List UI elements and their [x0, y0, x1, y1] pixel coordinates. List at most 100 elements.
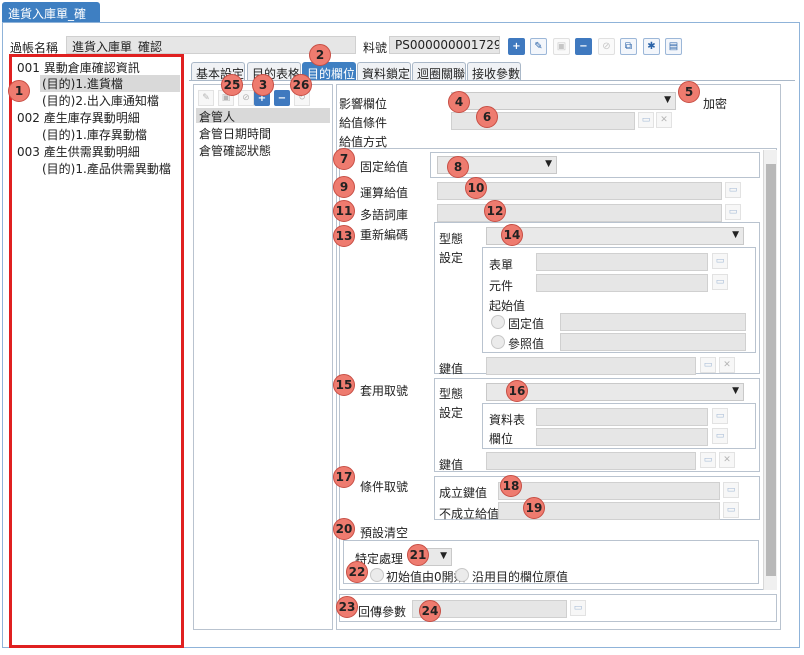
remove-field-button[interactable]: − — [274, 90, 290, 106]
folder-icon[interactable]: ▭ — [712, 408, 728, 424]
column-field[interactable] — [536, 428, 708, 446]
column-label: 欄位 — [489, 432, 514, 446]
folder-icon[interactable]: ▭ — [570, 600, 586, 616]
tree-item[interactable]: 001 異動倉庫確認資訊 — [17, 61, 140, 75]
component-field[interactable] — [536, 274, 708, 292]
clear-icon[interactable]: ✕ — [719, 452, 735, 468]
condition-label: 給值條件 — [339, 116, 388, 130]
calc-value-field[interactable] — [437, 182, 722, 200]
folder-icon[interactable]: ▭ — [712, 428, 728, 444]
list-item[interactable]: 倉管確認狀態 — [199, 144, 272, 158]
form-field[interactable] — [536, 253, 708, 271]
fixed-value-label: 固定給值 — [360, 160, 409, 174]
tree-item[interactable]: 002 產生庫存異動明細 — [17, 111, 140, 125]
form-panel — [336, 84, 781, 630]
calc-value-label: 運算給值 — [360, 186, 409, 200]
fixed-value-radio-label: 固定值 — [508, 317, 545, 331]
part-number-field[interactable]: PS000000001729 — [389, 36, 500, 54]
list-item[interactable]: 倉管人 — [199, 110, 236, 124]
folder-icon[interactable]: ▭ — [712, 274, 728, 290]
tree-item[interactable]: 003 產生供需異動明細 — [17, 145, 140, 159]
start-fixed-field[interactable] — [560, 313, 746, 331]
cond-number-label: 條件取號 — [360, 480, 409, 494]
apply-number-box — [434, 378, 760, 472]
multilang-label: 多語詞庫 — [360, 208, 409, 222]
cancel-icon: ⊘ — [602, 41, 611, 52]
save-icon: ▣ — [556, 41, 567, 52]
tab-data-lock[interactable]: 資料鎖定 — [357, 62, 411, 81]
document-button[interactable]: ▤ — [665, 38, 682, 55]
folder-icon[interactable]: ▭ — [700, 452, 716, 468]
tab-target-field[interactable]: 目的欄位 — [302, 62, 356, 81]
setting-label: 設定 — [439, 251, 464, 265]
scrollbar[interactable] — [763, 150, 777, 590]
folder-icon[interactable]: ▭ — [723, 482, 739, 498]
process-name-field[interactable]: 進貨入庫單_確認 — [66, 36, 356, 54]
clear-icon[interactable]: ✕ — [656, 112, 672, 128]
dropdown-arrow-icon: ▼ — [732, 230, 739, 240]
folder-icon[interactable]: ▭ — [700, 357, 716, 373]
table-field[interactable] — [536, 408, 708, 426]
edit-button[interactable]: ✎ — [530, 38, 547, 55]
setting-label: 設定 — [439, 406, 464, 420]
type-label: 型態 — [439, 232, 464, 246]
edit-icon: ✎ — [534, 41, 543, 52]
annotation-badge: 22 — [346, 561, 368, 583]
tree-item[interactable]: (目的)1.庫存異動檔 — [42, 128, 147, 142]
folder-icon[interactable]: ▭ — [712, 253, 728, 269]
pencil-icon[interactable]: ✎ — [198, 90, 214, 106]
copy-button[interactable]: ⧉ — [620, 38, 637, 55]
start-value-label: 起始值 — [489, 299, 526, 313]
annotation-badge: 1 — [8, 80, 30, 102]
tree-item[interactable]: (目的)1.產品供需異動檔 — [42, 162, 171, 176]
folder-icon[interactable]: ▭ — [725, 182, 741, 198]
fixed-value-radio[interactable] — [491, 315, 505, 329]
annotation-badge: 16 — [506, 380, 528, 402]
document-icon: ▤ — [668, 41, 679, 52]
true-key-field[interactable] — [498, 482, 720, 500]
false-value-field[interactable] — [498, 502, 720, 520]
scrollbar-thumb[interactable] — [766, 164, 776, 576]
keep-original-radio[interactable] — [455, 568, 469, 582]
list-item[interactable]: 倉管日期時間 — [199, 127, 272, 141]
annotation-badge: 9 — [333, 176, 355, 198]
cancel-button[interactable]: ⊘ — [598, 38, 615, 55]
init-zero-radio[interactable] — [370, 568, 384, 582]
apply-type-select[interactable]: ▼ — [486, 383, 744, 401]
folder-icon[interactable]: ▭ — [725, 204, 741, 220]
annotation-badge: 23 — [336, 596, 358, 618]
add-button[interactable]: + — [508, 38, 525, 55]
tab-receive-param[interactable]: 接收參數 — [467, 62, 521, 81]
annotation-badge: 19 — [523, 497, 545, 519]
bug-icon: ✱ — [647, 41, 656, 52]
renumber-key-field[interactable] — [486, 357, 696, 375]
annotation-badge: 3 — [252, 74, 274, 96]
tree-item-selected[interactable]: (目的)1.進貨檔 — [40, 75, 180, 92]
renumber-type-select[interactable]: ▼ — [486, 227, 744, 245]
delete-button[interactable]: − — [575, 38, 592, 55]
fixed-value-box — [430, 152, 760, 178]
key-label: 鍵值 — [439, 362, 464, 376]
tab-loop-relation[interactable]: 迴圈關聯 — [412, 62, 466, 81]
tree-item[interactable]: (目的)2.出入庫通知檔 — [42, 94, 159, 108]
ref-value-radio[interactable] — [491, 335, 505, 349]
apply-key-field[interactable] — [486, 452, 696, 470]
window-title: 進貨入庫單_確認 — [2, 2, 100, 38]
clear-icon[interactable]: ✕ — [719, 357, 735, 373]
debug-button[interactable]: ✱ — [643, 38, 660, 55]
false-value-label: 不成立給值 — [439, 507, 500, 521]
return-param-field[interactable] — [412, 600, 567, 618]
cancel-small-icon[interactable]: ⊘ — [238, 90, 254, 106]
annotation-badge: 12 — [484, 200, 506, 222]
process-name-label: 過帳名稱 — [10, 41, 59, 55]
apply-setting-box — [482, 403, 756, 449]
start-ref-field[interactable] — [560, 333, 746, 351]
folder-icon[interactable]: ▭ — [723, 502, 739, 518]
key-label: 鍵值 — [439, 458, 464, 472]
annotation-badge: 21 — [407, 544, 429, 566]
multilang-field[interactable] — [437, 204, 722, 222]
save-button[interactable]: ▣ — [553, 38, 570, 55]
annotation-badge: 25 — [221, 74, 243, 96]
folder-icon[interactable]: ▭ — [638, 112, 654, 128]
annotation-badge: 8 — [447, 156, 469, 178]
